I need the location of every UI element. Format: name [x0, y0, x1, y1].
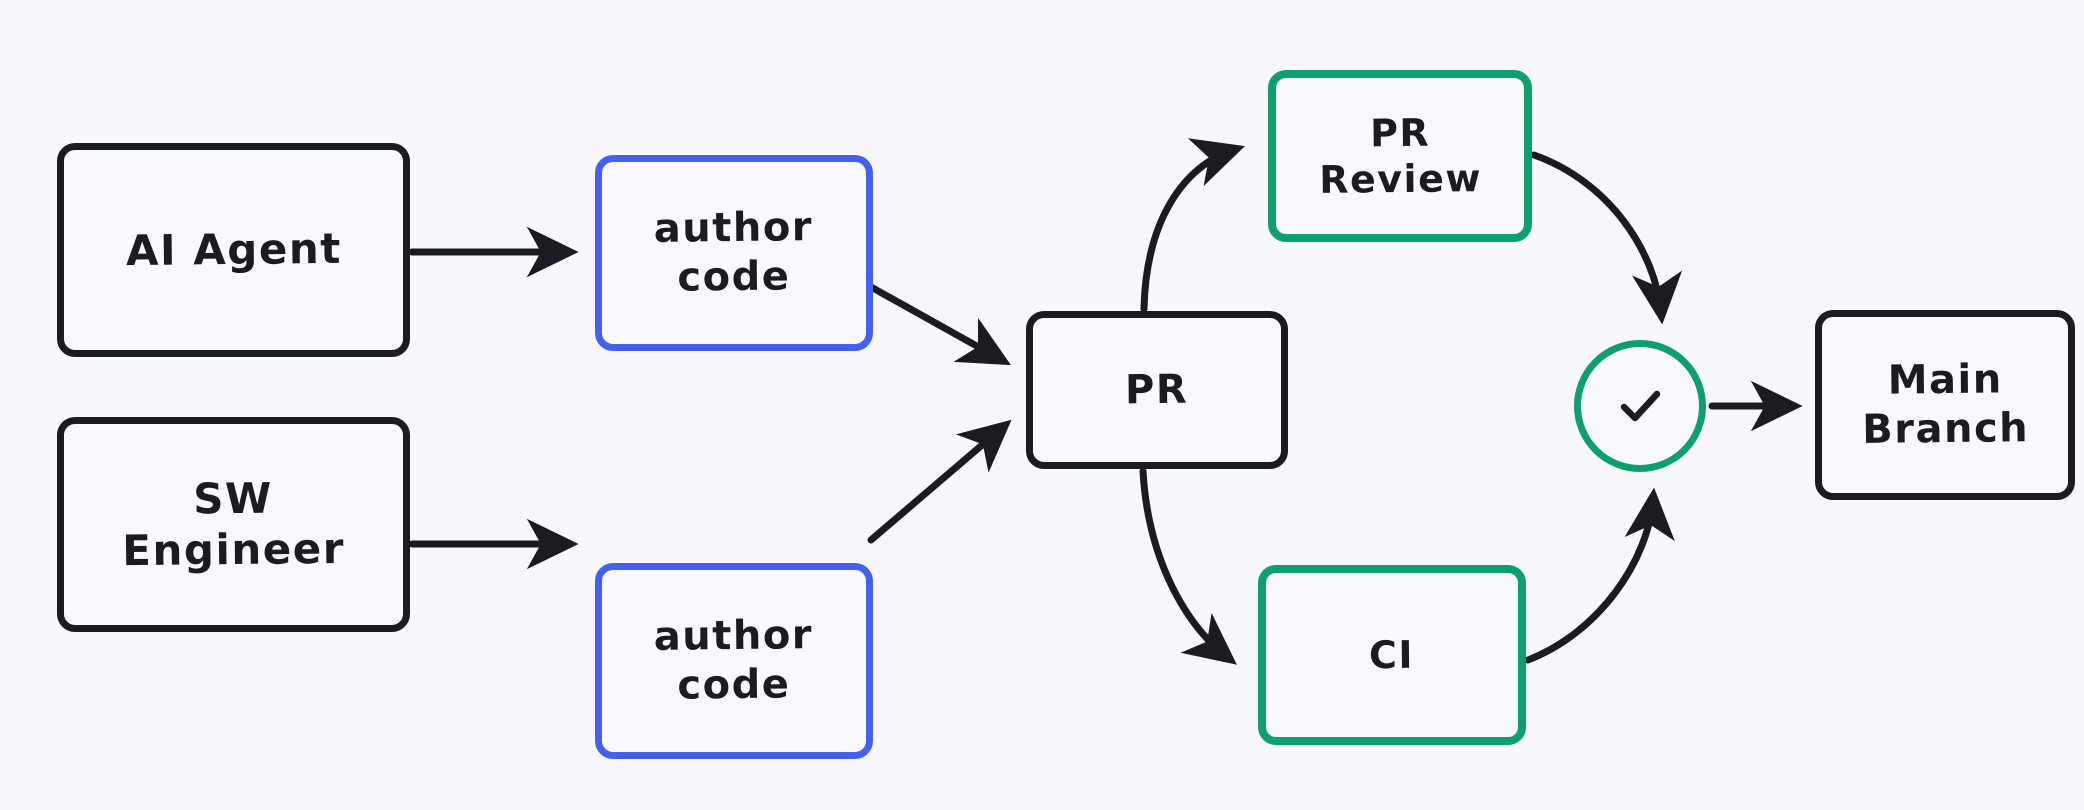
edge-pr-to-pr-review	[1140, 138, 1245, 313]
node-label-author-code-ai: author code	[653, 204, 814, 301]
node-author-code-sw[interactable]: author code	[595, 563, 873, 759]
edge-author-code-ai-to-pr	[867, 283, 1012, 366]
edge-pr-review-to-check	[1530, 151, 1683, 325]
edge-ci-to-check	[1524, 487, 1675, 664]
node-pr-review[interactable]: PR Review	[1268, 70, 1532, 242]
node-approved-check[interactable]	[1574, 340, 1706, 472]
node-label-main-branch: Main Branch	[1861, 356, 2029, 453]
node-label-author-code-sw: author code	[653, 612, 814, 709]
node-label-sw-engineer: SW Engineer	[122, 473, 346, 576]
edge-author-code-sw-to-pr	[867, 419, 1012, 544]
edge-pr-to-ci	[1139, 467, 1237, 665]
node-sw-engineer[interactable]: SW Engineer	[57, 417, 410, 632]
node-author-code-ai[interactable]: author code	[595, 155, 873, 351]
check-icon	[1607, 373, 1673, 439]
node-label-ai-agent: AI Agent	[125, 224, 342, 276]
node-label-pr-review: PR Review	[1318, 110, 1482, 202]
node-ci[interactable]: CI	[1258, 565, 1526, 745]
node-ai-agent[interactable]: AI Agent	[57, 143, 410, 357]
node-label-pr: PR	[1125, 366, 1189, 413]
node-main-branch[interactable]: Main Branch	[1815, 310, 2075, 500]
node-pr[interactable]: PR	[1026, 311, 1288, 469]
node-label-ci: CI	[1369, 632, 1415, 678]
